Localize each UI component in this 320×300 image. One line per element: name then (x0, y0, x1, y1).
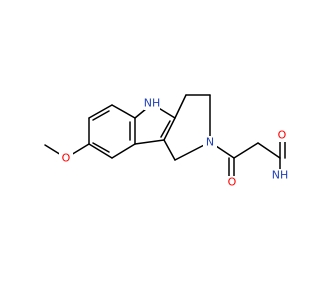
bond (163, 117, 176, 141)
bond (134, 139, 165, 145)
bond (257, 142, 281, 159)
bond (111, 104, 136, 119)
bond-layer (44, 94, 286, 182)
bond (163, 139, 176, 161)
atom-nh-indole: NH (144, 97, 161, 110)
bond (160, 120, 171, 138)
atom-o-methoxy: O (62, 152, 71, 165)
atom-o-ketone: O (228, 176, 237, 189)
bond (88, 143, 113, 159)
molecule-structure: NH N O O O NH (44, 94, 290, 189)
bond (88, 104, 113, 119)
bond (111, 143, 136, 159)
bond (92, 110, 110, 121)
atom-o-amide: O (278, 129, 287, 142)
molecule-diagram: NH N O O O NH (44, 94, 290, 189)
atom-n-ring: N (206, 136, 214, 149)
bond (174, 94, 187, 119)
bond (233, 142, 259, 159)
atom-label-layer: NH N O O O NH (59, 97, 290, 189)
atom-nh-amide: NH (272, 169, 289, 182)
bond (92, 142, 110, 153)
